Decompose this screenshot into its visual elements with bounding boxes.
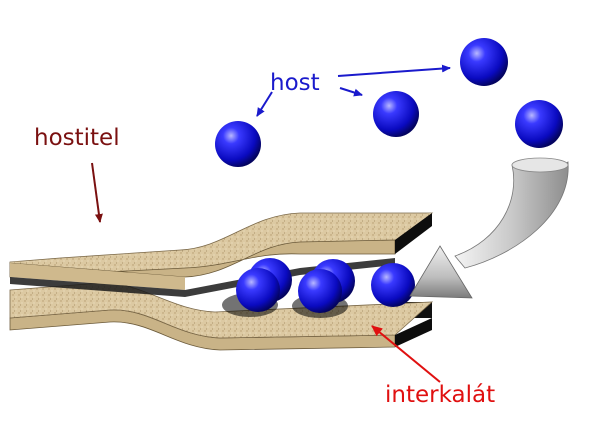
interkalat-label: interkalát xyxy=(385,382,495,408)
blue-sphere-icon xyxy=(371,263,415,307)
blue-sphere-icon xyxy=(298,269,342,313)
blue-sphere-icon xyxy=(373,91,419,137)
free-host-spheres xyxy=(215,38,563,167)
interkalat-arrow xyxy=(371,325,441,383)
blue-sphere-icon xyxy=(215,121,261,167)
host-arrows xyxy=(256,64,451,117)
host-label: host xyxy=(270,70,320,96)
blue-sphere-icon xyxy=(460,38,508,86)
upper-host-layer xyxy=(9,212,434,297)
blue-sphere-icon xyxy=(515,100,563,148)
hostitel-arrow xyxy=(91,162,103,223)
hostitel-label: hostitel xyxy=(34,125,120,151)
blue-sphere-icon xyxy=(236,268,280,312)
curved-funnel-arrow-icon xyxy=(409,157,569,299)
lower-host-layer xyxy=(9,282,434,351)
intercalated-spheres xyxy=(222,258,415,318)
